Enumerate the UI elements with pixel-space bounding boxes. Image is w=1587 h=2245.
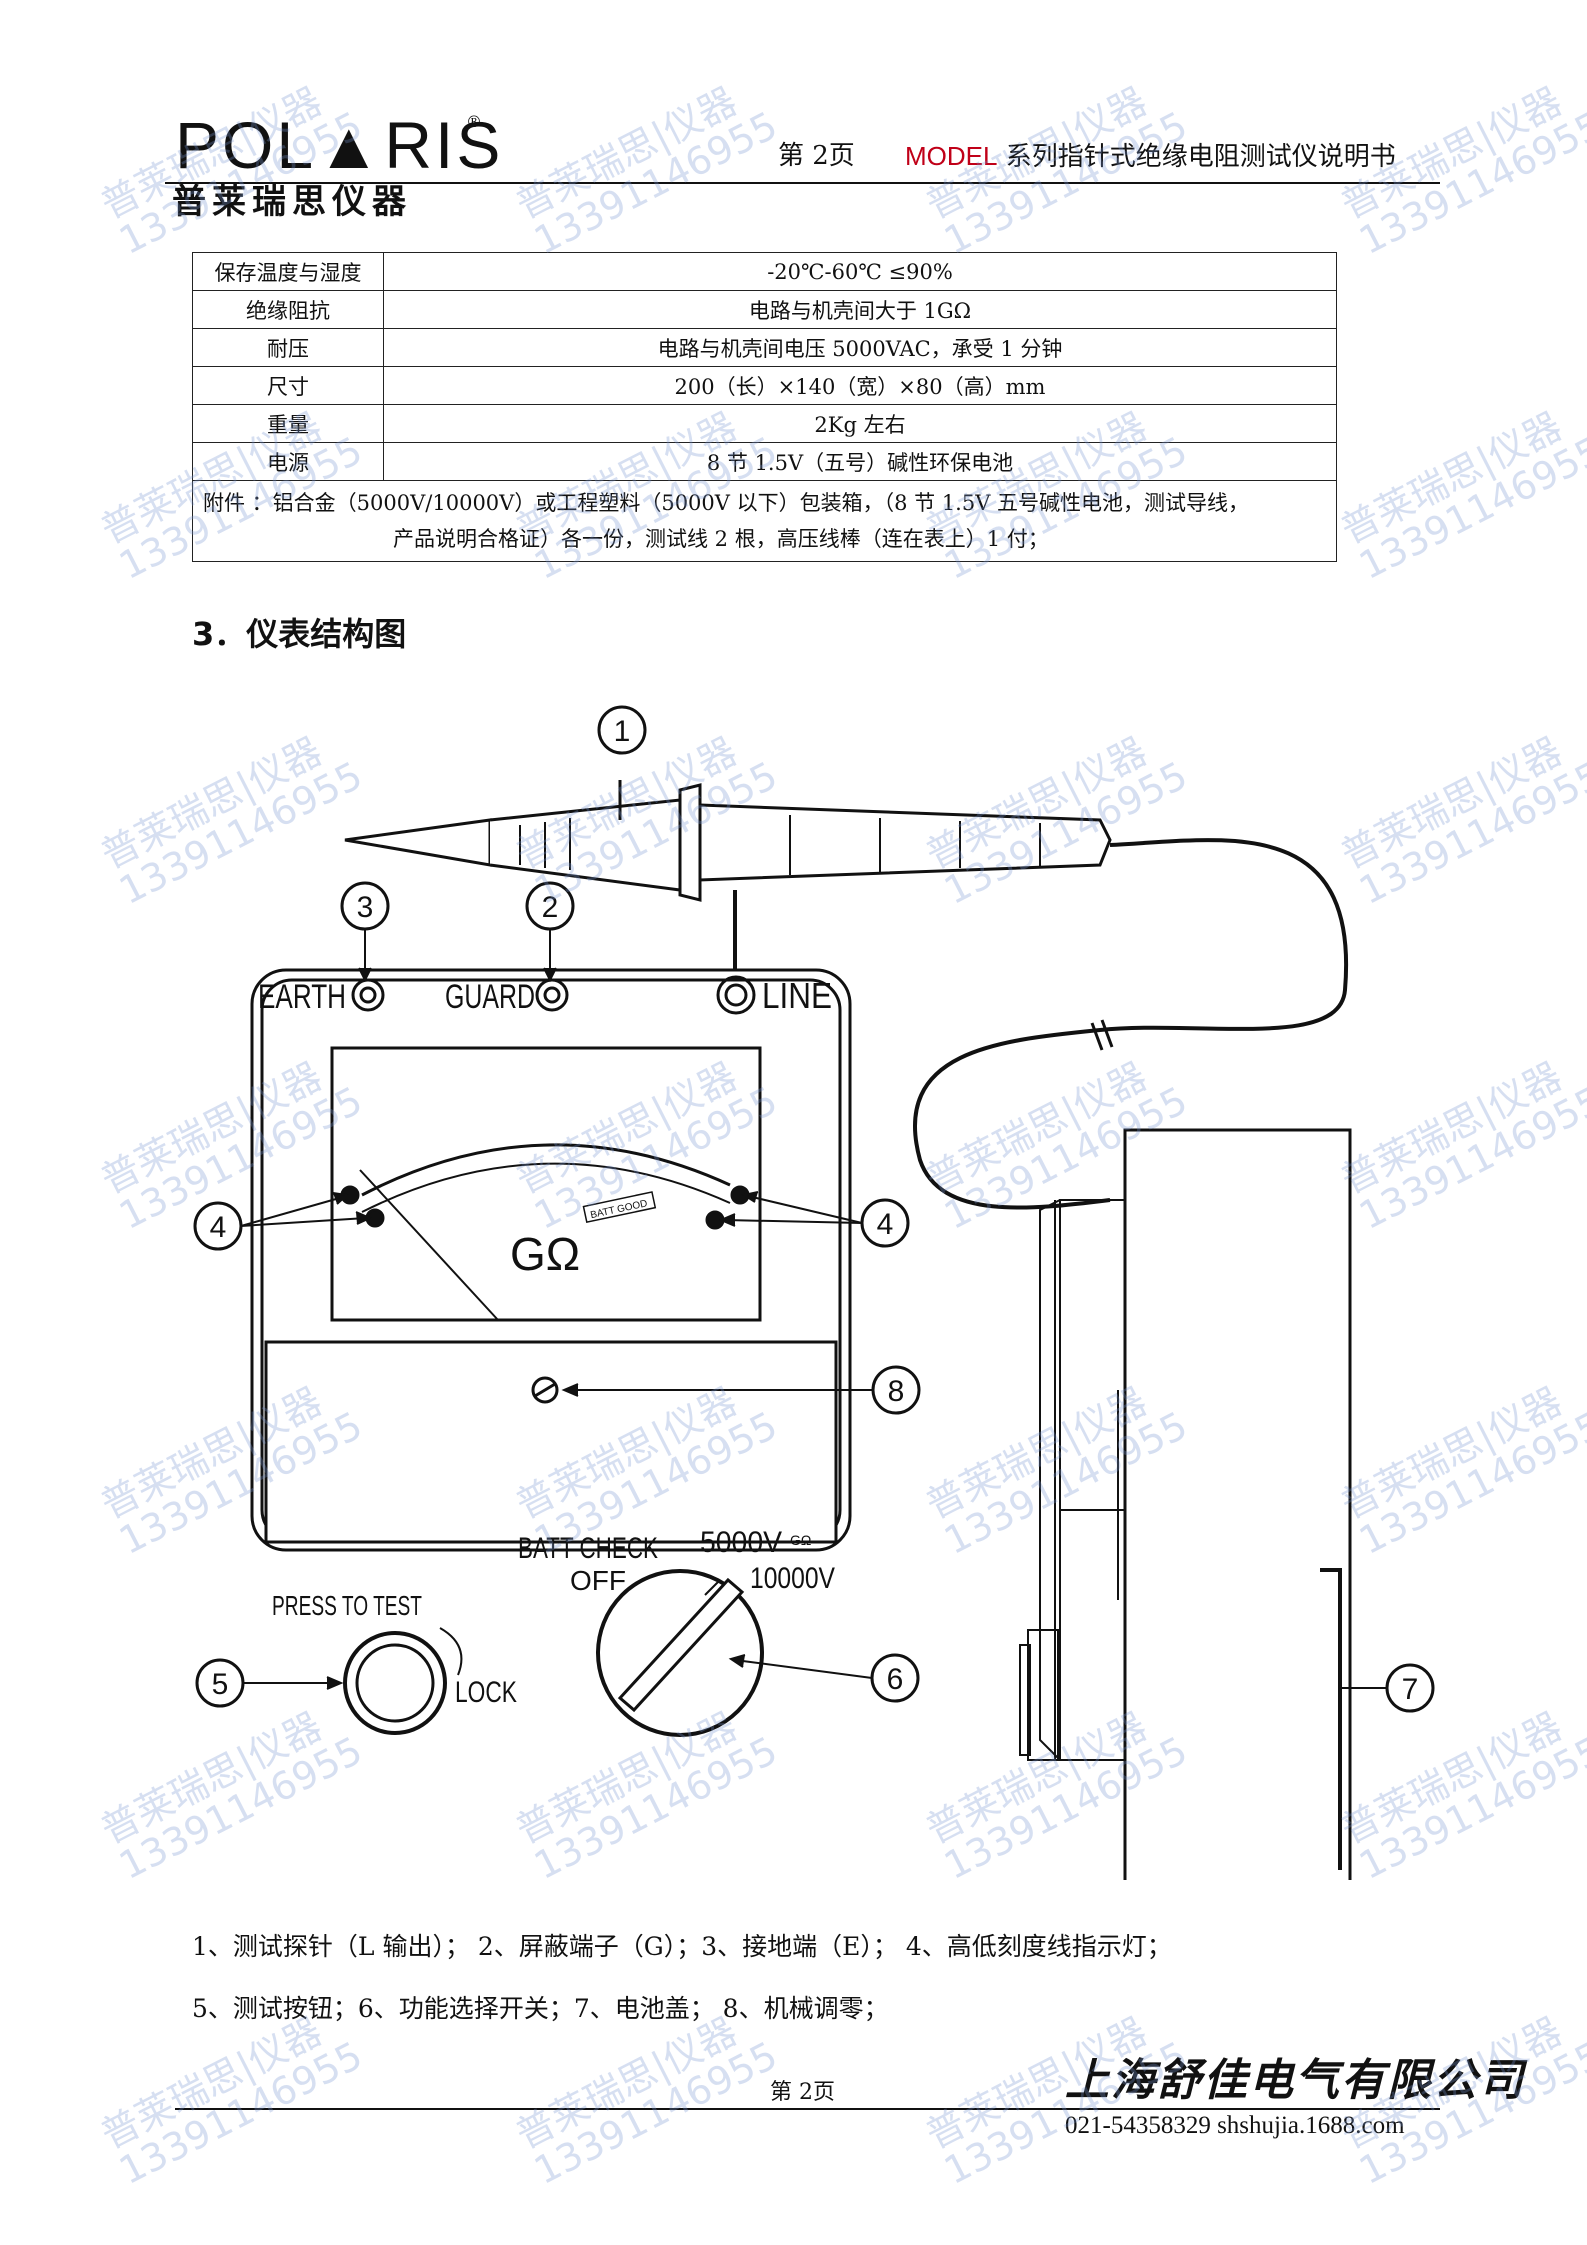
header-document-title: MODEL 系列指针式绝缘电阻测试仪说明书 [905, 140, 1396, 173]
table-row: 附件 ：铝合金（5000V/10000V）或工程塑料（5000V 以下）包装箱，… [192, 480, 1337, 562]
legend-line: 1、测试探针（L 输出）； 2、屏蔽端子（G）；3、接地端（E）； 4、高低刻度… [192, 1932, 1172, 1961]
meter-unit-label: GΩ [510, 1228, 580, 1280]
guard-terminal[interactable] [535, 978, 569, 1012]
footer-page-number: 第 2页 [770, 2080, 835, 2105]
callout-number: 4 [877, 1208, 894, 1241]
header-page-number: 第 2页 [778, 141, 855, 171]
accessory-line: 产品说明合格证）各一份，测试线 2 根，高压线棒（连在表上）1 付； [393, 527, 1049, 551]
callout-number: 6 [887, 1663, 904, 1696]
lock-label: LOCK [455, 1676, 517, 1709]
header-model-word: MODEL [905, 141, 998, 171]
callout-number: 7 [1402, 1673, 1419, 1706]
probe-cable [913, 838, 1349, 1210]
table-row: 绝缘阻抗电路与机壳间大于 1GΩ [192, 290, 1337, 329]
spec-key: 重量 [192, 404, 384, 443]
spec-key: 绝缘阻抗 [192, 290, 384, 329]
side-view-battery-cover [1019, 1128, 1352, 1880]
brand-logo-chinese: 普莱瑞思仪器 [172, 182, 412, 222]
guard-label: GUARD [445, 978, 535, 1016]
instrument-structure-diagram: 1 2 3 4 4 5 6 7 8 EARTH GUARD LINE GΩ BA… [193, 705, 1435, 1880]
zero-adjust-screw [531, 1376, 559, 1404]
header-rule [165, 182, 1440, 184]
callout-number: 1 [614, 715, 631, 748]
accessory-note: 附件 ：铝合金（5000V/10000V）或工程塑料（5000V 以下）包装箱，… [192, 480, 1337, 562]
footer-company-name: 上海舒佳电气有限公司 [1065, 2055, 1525, 2106]
callout-number: 4 [210, 1211, 227, 1244]
press-to-test-label: PRESS TO TEST [272, 1590, 422, 1621]
off-label: OFF [570, 1565, 626, 1596]
callout-number: 3 [357, 891, 374, 924]
meter-display [330, 1046, 762, 1322]
range-5000v-label: 5000V [700, 1526, 782, 1559]
table-row: 耐压电路与机壳间电压 5000VAC，承受 1 分钟 [192, 328, 1337, 367]
spec-value: 电路与机壳间大于 1GΩ [383, 290, 1337, 329]
spec-key: 耐压 [192, 328, 384, 367]
function-selector-switch[interactable] [596, 1569, 764, 1737]
gohm-small-label: GΩ [790, 1532, 811, 1548]
spec-value: 8 节 1.5V（五号）碱性环保电池 [383, 442, 1337, 481]
header-title-text: 系列指针式绝缘电阻测试仪说明书 [997, 142, 1396, 172]
test-probe [344, 780, 1112, 980]
table-row: 保存温度与湿度-20℃-60℃ ≤90% [192, 252, 1337, 291]
spec-key: 尺寸 [192, 366, 384, 405]
earth-label: EARTH [258, 978, 346, 1016]
spec-key: 电源 [192, 442, 384, 481]
control-panel [264, 1340, 838, 1544]
callout-number: 5 [212, 1668, 229, 1701]
spec-key: 保存温度与湿度 [192, 252, 384, 291]
spec-value: 200（长）×140（宽）×80（高）mm [383, 366, 1337, 405]
callout-number: 2 [542, 891, 559, 924]
spec-table: 保存温度与湿度-20℃-60℃ ≤90% 绝缘阻抗电路与机壳间大于 1GΩ 耐压… [192, 252, 1337, 562]
legend-line: 5、测试按钮；6、功能选择开关；7、电池盖； 8、机械调零； [192, 1994, 889, 2023]
footer-rule [175, 2108, 1440, 2110]
spec-value: 电路与机壳间电压 5000VAC，承受 1 分钟 [383, 328, 1337, 367]
accessory-line: 附件 ：铝合金（5000V/10000V）或工程塑料（5000V 以下）包装箱，… [203, 491, 1250, 515]
brand-logo: POL▲RIS [175, 108, 504, 182]
range-10000v-label: 10000V [750, 1562, 835, 1595]
callout-number: 8 [888, 1375, 905, 1408]
section-title: 3．仪表结构图 [192, 615, 407, 653]
earth-terminal[interactable] [351, 978, 385, 1012]
spec-value: 2Kg 左右 [383, 404, 1337, 443]
press-to-test-button[interactable] [343, 1631, 447, 1735]
meter-needle [359, 1169, 499, 1321]
spec-value: -20℃-60℃ ≤90% [383, 252, 1337, 291]
line-label: LINE [762, 975, 832, 1016]
batt-check-label: BATT CHECK [518, 1532, 658, 1565]
line-terminal[interactable] [716, 975, 756, 1015]
registered-icon: ® [466, 112, 482, 131]
callout-circle [597, 705, 647, 755]
footer-contact: 021-54358329 shshujia.1688.com [1065, 2112, 1405, 2139]
meter-scale-arc [361, 1143, 731, 1197]
